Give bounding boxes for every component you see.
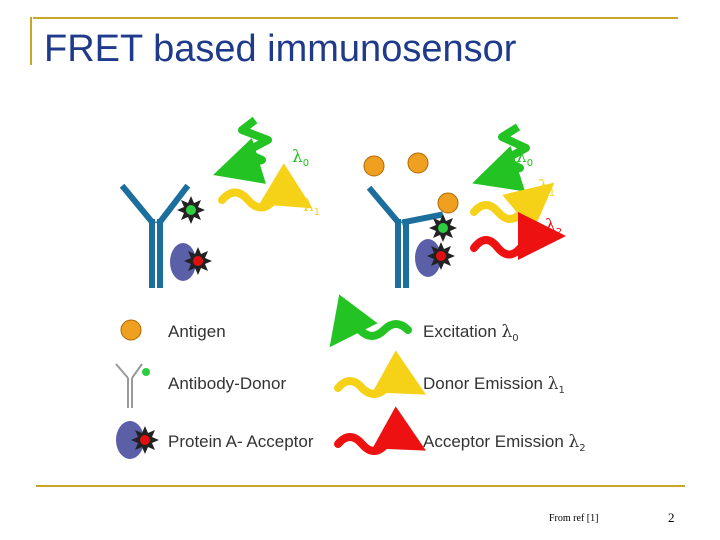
legend-protein-acceptor-icon [116, 421, 159, 459]
excitation-lambda: λ0 [292, 147, 309, 169]
page-number: 2 [668, 510, 675, 526]
legend-donor-emission-wave [338, 381, 405, 394]
scene-unbound: λ0 λ1 [124, 120, 320, 285]
donor-star [177, 196, 205, 224]
scene-bound: λ0 λ1 λ2 [364, 127, 562, 285]
donor-star [429, 214, 457, 242]
legend-protein-acceptor-label: Protein A- Acceptor [168, 432, 314, 451]
legend-acceptor-emission-label: Acceptor Emission λ2 [423, 432, 586, 454]
excitation-wave [236, 120, 268, 168]
excitation-lambda: λ0 [516, 147, 533, 169]
acceptor-star [427, 242, 455, 270]
legend-acceptor-emission-wave [338, 437, 405, 451]
emission-lambda: λ1 [303, 196, 320, 218]
emission-wave [222, 193, 292, 208]
legend-antigen-icon [121, 320, 141, 340]
legend-antigen-label: Antigen [168, 322, 226, 341]
legend: Antigen Antibody-Donor Protein A- Accept… [116, 320, 586, 459]
antigen [408, 153, 428, 173]
acceptor-emission-wave [474, 236, 542, 255]
legend-antibody-donor-icon [116, 364, 150, 408]
antigen [364, 156, 384, 176]
legend-antibody-donor-label: Antibody-Donor [168, 374, 286, 393]
legend-excitation-wave [344, 324, 408, 336]
acceptor-emission-lambda: λ2 [545, 216, 562, 238]
donor-emission-wave [474, 198, 536, 219]
source-footnote: From ref [1] [549, 513, 598, 524]
antigen-bound [438, 193, 458, 213]
donor-emission-lambda: λ1 [538, 177, 555, 199]
legend-excitation-label: Excitation λ0 [423, 322, 519, 344]
legend-donor-emission-label: Donor Emission λ1 [423, 374, 565, 396]
bottom-divider [36, 485, 685, 487]
acceptor-star [184, 247, 212, 275]
